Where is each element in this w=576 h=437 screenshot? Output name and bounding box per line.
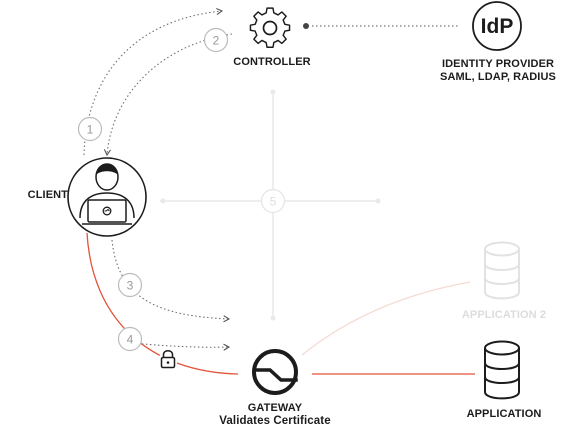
connection-gateway-application2: [301, 281, 471, 356]
idp-badge-text: IdP: [481, 15, 514, 38]
step-4-marker: 4: [117, 326, 143, 352]
application-label: APPLICATION: [466, 408, 542, 420]
step-1-label: 1: [87, 123, 94, 137]
step-2-marker: 2: [203, 27, 229, 53]
step-5-marker: 5: [260, 188, 286, 214]
database-icon: [484, 340, 520, 400]
gateway-label-line2: Validates Certificate: [219, 415, 331, 427]
arrow-step-2: [103, 33, 233, 157]
controller-label: CONTROLLER: [233, 56, 311, 68]
step-1-marker: 1: [77, 116, 103, 142]
step-4-label: 4: [127, 333, 134, 347]
lock-icon: [158, 350, 178, 370]
connection-controller-idp: [303, 23, 460, 29]
client-label: CLIENT: [27, 189, 68, 201]
idp-label-line2: SAML, LDAP, RADIUS: [440, 71, 556, 83]
gear-icon: [249, 7, 291, 48]
arrow-step-3: [111, 239, 231, 323]
user-laptop-icon: [67, 157, 147, 237]
arrow-step-1: [83, 7, 224, 156]
step-3-marker: 3: [117, 272, 143, 298]
step-5-label: 5: [270, 195, 277, 209]
database-icon-faded: [484, 241, 520, 300]
gateway-icon: [252, 349, 298, 395]
idp-label-line1: IDENTITY PROVIDER: [441, 58, 555, 70]
step-3-label: 3: [127, 279, 134, 293]
idp-badge-icon: IdP: [472, 1, 522, 51]
step-2-label: 2: [213, 34, 220, 48]
application2-label: APPLICATION 2: [461, 309, 547, 321]
gateway-label-line1: GATEWAY: [247, 402, 303, 414]
